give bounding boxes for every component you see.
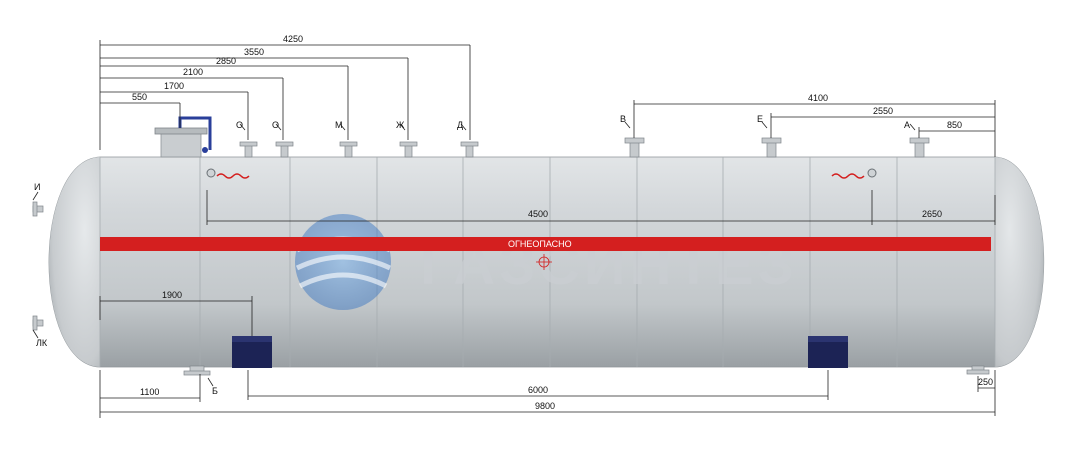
nozzle-label-o1: О (236, 120, 243, 130)
dimension-lines (32, 40, 996, 418)
nozzle-label-e: Е (757, 114, 763, 124)
chain-icon (216, 173, 250, 179)
nozzle-label-i: И (34, 182, 40, 192)
dim-1700: 1700 (164, 81, 184, 91)
dim-2850: 2850 (216, 56, 236, 66)
nozzle-label-m: М (335, 120, 343, 130)
dim-9800: 9800 (535, 401, 555, 411)
dim-1900: 1900 (162, 290, 182, 300)
nozzle-pipes (32, 137, 990, 376)
dim-250: 250 (978, 377, 993, 387)
nozzle-label-b: Б (212, 386, 218, 396)
lifting-lug-right (831, 168, 877, 179)
left-head (49, 157, 100, 367)
nozzle-labels: О О М Ж Д В Е А И ЛК Б (34, 114, 910, 396)
weld-seams (99, 157, 996, 367)
nozzle-label-d: Д (457, 120, 463, 130)
nozzle-label-v: В (620, 114, 626, 124)
chain-icon (831, 173, 865, 179)
center-mark-icon (536, 254, 552, 270)
lifting-lug-left (206, 168, 250, 179)
top-dimension-labels: 4250 3550 2850 2100 1700 550 (132, 34, 303, 102)
warning-label: ОГНЕОПАСНО (508, 239, 572, 249)
top-right-dimension-labels: 4100 2550 850 (808, 93, 962, 130)
dim-850: 850 (947, 120, 962, 130)
manhole (154, 116, 212, 158)
saddle-left (232, 336, 272, 368)
dim-550: 550 (132, 92, 147, 102)
dim-2100: 2100 (183, 67, 203, 77)
dim-1100: 1100 (140, 387, 159, 397)
dim-3550: 3550 (244, 47, 264, 57)
right-head (995, 157, 1044, 367)
nozzle-label-lk: ЛК (36, 338, 48, 348)
dim-4500: 4500 (528, 209, 548, 219)
dim-6000: 6000 (528, 385, 548, 395)
dim-2650: 2650 (922, 209, 942, 219)
bottom-dimension-labels: 1900 1100 6000 9800 250 (140, 290, 993, 411)
dim-4250: 4250 (283, 34, 303, 44)
mid-dimension-labels: 4500 2650 (528, 209, 942, 219)
saddle-right (808, 336, 848, 368)
nozzle-label-a: А (904, 120, 910, 130)
nozzle-label-zh: Ж (396, 120, 405, 130)
dim-2550: 2550 (873, 106, 893, 116)
warning-stripe (100, 237, 991, 251)
nozzle-label-o2: О (272, 120, 279, 130)
dim-4100: 4100 (808, 93, 828, 103)
